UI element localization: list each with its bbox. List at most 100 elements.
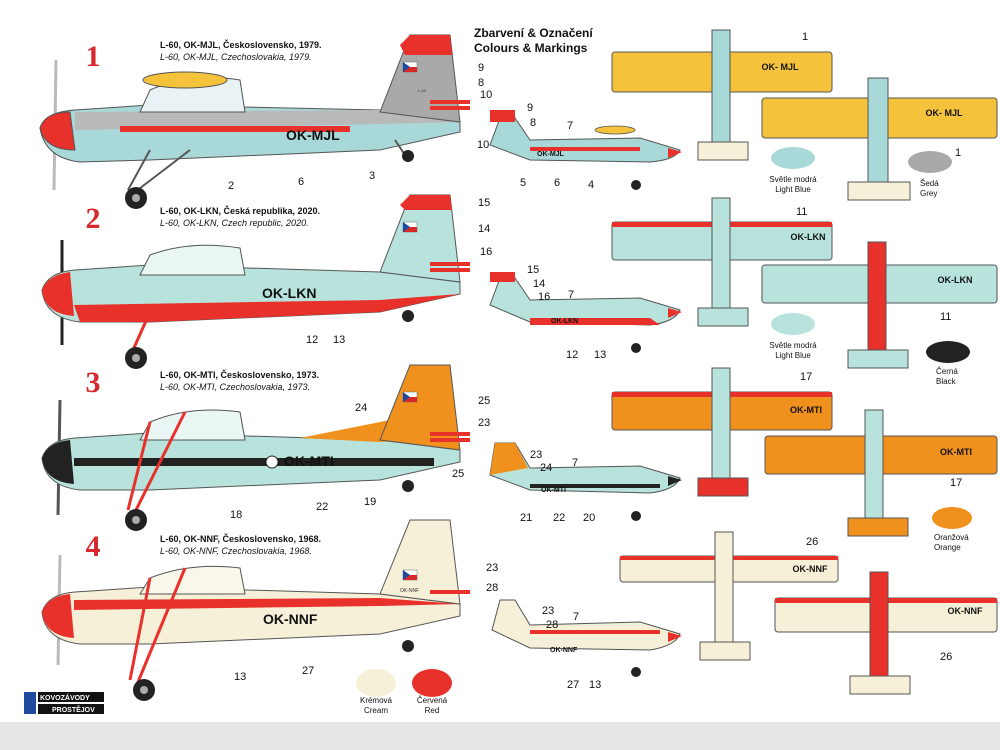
callout: 3 <box>369 170 375 182</box>
side-view-aircraft: OK-MTI <box>41 364 470 531</box>
tail-code: L-60 <box>418 88 427 93</box>
variant-caption-en: L-60, OK-NNF, Czechoslovakia, 1968. <box>160 546 312 556</box>
callout: 24 <box>355 402 367 414</box>
callout: 27 <box>567 679 579 691</box>
registration: OK-LKN <box>262 285 316 301</box>
swatch-label-en: Light Blue <box>775 185 811 194</box>
plan-registration: OK-LKN <box>938 275 973 285</box>
swatch-label-en: Orange <box>934 543 961 552</box>
variant-4: 4 L-60, OK-NNF, Československo, 1968. L-… <box>41 519 998 715</box>
callout: 27 <box>302 665 314 677</box>
small-registration: OK-NNF <box>550 647 578 654</box>
variant-caption-cz: L-60, OK-MJL, Československo, 1979. <box>160 39 322 50</box>
swatch-label-en: Light Blue <box>775 351 811 360</box>
callout: 9 <box>527 102 533 114</box>
swatch-label-cz: Šedá <box>920 179 939 188</box>
swatch-label-en: Grey <box>920 189 937 198</box>
swatch-cream: Krémová Cream <box>356 669 396 715</box>
callout: 21 <box>520 512 532 524</box>
swatch-label-cz: Krémová <box>360 696 393 705</box>
bottom-band <box>0 722 1000 750</box>
plan-view-top: OK-NNF 26 <box>619 531 839 661</box>
callout: 23 <box>530 449 542 461</box>
callout: 1 <box>802 31 808 43</box>
small-side-view-aircraft <box>489 442 682 521</box>
variant-caption-cz: L-60, OK-MTI, Československo, 1973. <box>160 369 319 380</box>
plan-view-bottom: OK-LKN 11 <box>761 241 998 369</box>
callout: 10 <box>477 139 489 151</box>
callout: 23 <box>486 562 498 574</box>
variant-number-badge: 1 <box>86 40 101 73</box>
czech-flag <box>402 61 418 73</box>
callout: 14 <box>478 223 490 235</box>
callout: 28 <box>486 582 498 594</box>
header-title-en: Colours & Markings <box>474 41 588 55</box>
swatch-label-cz: Černá <box>936 367 958 376</box>
swatch-black: Černá Black <box>926 341 970 386</box>
callout: 12 <box>306 334 318 346</box>
swatch-light-blue: Světle modrá Light Blue <box>769 147 817 194</box>
callout: 23 <box>542 605 554 617</box>
swatch-red: Červená Red <box>412 669 452 715</box>
plan-registration: OK-NNF <box>793 564 828 574</box>
czech-flag <box>402 391 418 403</box>
plan-registration: OK-NNF <box>948 606 983 616</box>
plan-view-top: OK-LKN 11 <box>611 197 833 327</box>
callout: 1 <box>955 147 961 159</box>
callout: 11 <box>796 206 807 218</box>
callout: 20 <box>583 512 595 524</box>
callout: 9 <box>478 62 484 74</box>
callout: 10 <box>480 89 492 101</box>
czech-flag <box>402 569 418 581</box>
tail-registration: OK-NNF <box>400 588 419 594</box>
variant-caption-en: L-60, OK-MJL, Czechoslovakia, 1979. <box>160 52 312 62</box>
plan-registration: OK-MTI <box>940 447 972 457</box>
small-side-view-aircraft <box>489 272 682 353</box>
swatch-label-cz: Světle modrá <box>769 341 817 350</box>
callout: 18 <box>230 509 242 521</box>
czech-flag <box>402 221 418 233</box>
variant-1: 1 L-60, OK-MJL, Československo, 1979. L-… <box>39 29 998 209</box>
callout: 16 <box>538 291 550 303</box>
variant-3: 3 L-60, OK-MTI, Československo, 1973. L-… <box>41 364 998 552</box>
plan-view-bottom: OK-NNF 26 <box>774 571 998 695</box>
callout: 6 <box>554 177 560 189</box>
callout: 26 <box>806 536 818 548</box>
callout: 7 <box>568 289 574 301</box>
callout: 2 <box>228 180 234 192</box>
callout: 23 <box>478 417 490 429</box>
callout: 13 <box>333 334 345 346</box>
callout: 25 <box>478 395 490 407</box>
swatch-label-cz: Světle modrá <box>769 175 817 184</box>
callout: 22 <box>316 501 328 513</box>
logo-line-2: PROSTĚJOV <box>52 705 95 714</box>
callout: 13 <box>234 671 246 683</box>
variant-2: 2 L-60, OK-LKN, Česká republika, 2020. L… <box>41 194 998 386</box>
plan-registration: OK- MJL <box>762 62 800 72</box>
callout: 7 <box>572 457 578 469</box>
variant-caption-en: L-60, OK-MTI, Czechoslovakia, 1973. <box>160 382 310 392</box>
callout: 19 <box>364 496 376 508</box>
plan-registration: OK- MJL <box>926 108 964 118</box>
callout: 7 <box>567 120 573 132</box>
plan-registration: OK-MTI <box>790 405 822 415</box>
side-view-aircraft: L-60 OK-MJL <box>39 34 470 209</box>
variant-caption-cz: L-60, OK-LKN, Česká republika, 2020. <box>160 205 320 216</box>
header-title-cz: Zbarvení & Označení <box>474 26 593 40</box>
swatch-label-en: Cream <box>364 706 388 715</box>
swatch-light-blue: Světle modrá Light Blue <box>769 313 817 360</box>
callout: 11 <box>940 311 951 323</box>
callout: 7 <box>573 611 579 623</box>
small-registration: OK-MJL <box>537 151 565 158</box>
swatch-label-en: Red <box>425 706 440 715</box>
callout: 14 <box>533 278 545 290</box>
callout: 22 <box>553 512 565 524</box>
small-side-view-aircraft <box>491 599 682 677</box>
plan-registration: OK-LKN <box>791 232 826 242</box>
callout: 12 <box>566 349 578 361</box>
swatch-label-cz: Oranžová <box>934 533 969 542</box>
callout: 13 <box>594 349 606 361</box>
small-side-view-aircraft <box>489 110 682 190</box>
